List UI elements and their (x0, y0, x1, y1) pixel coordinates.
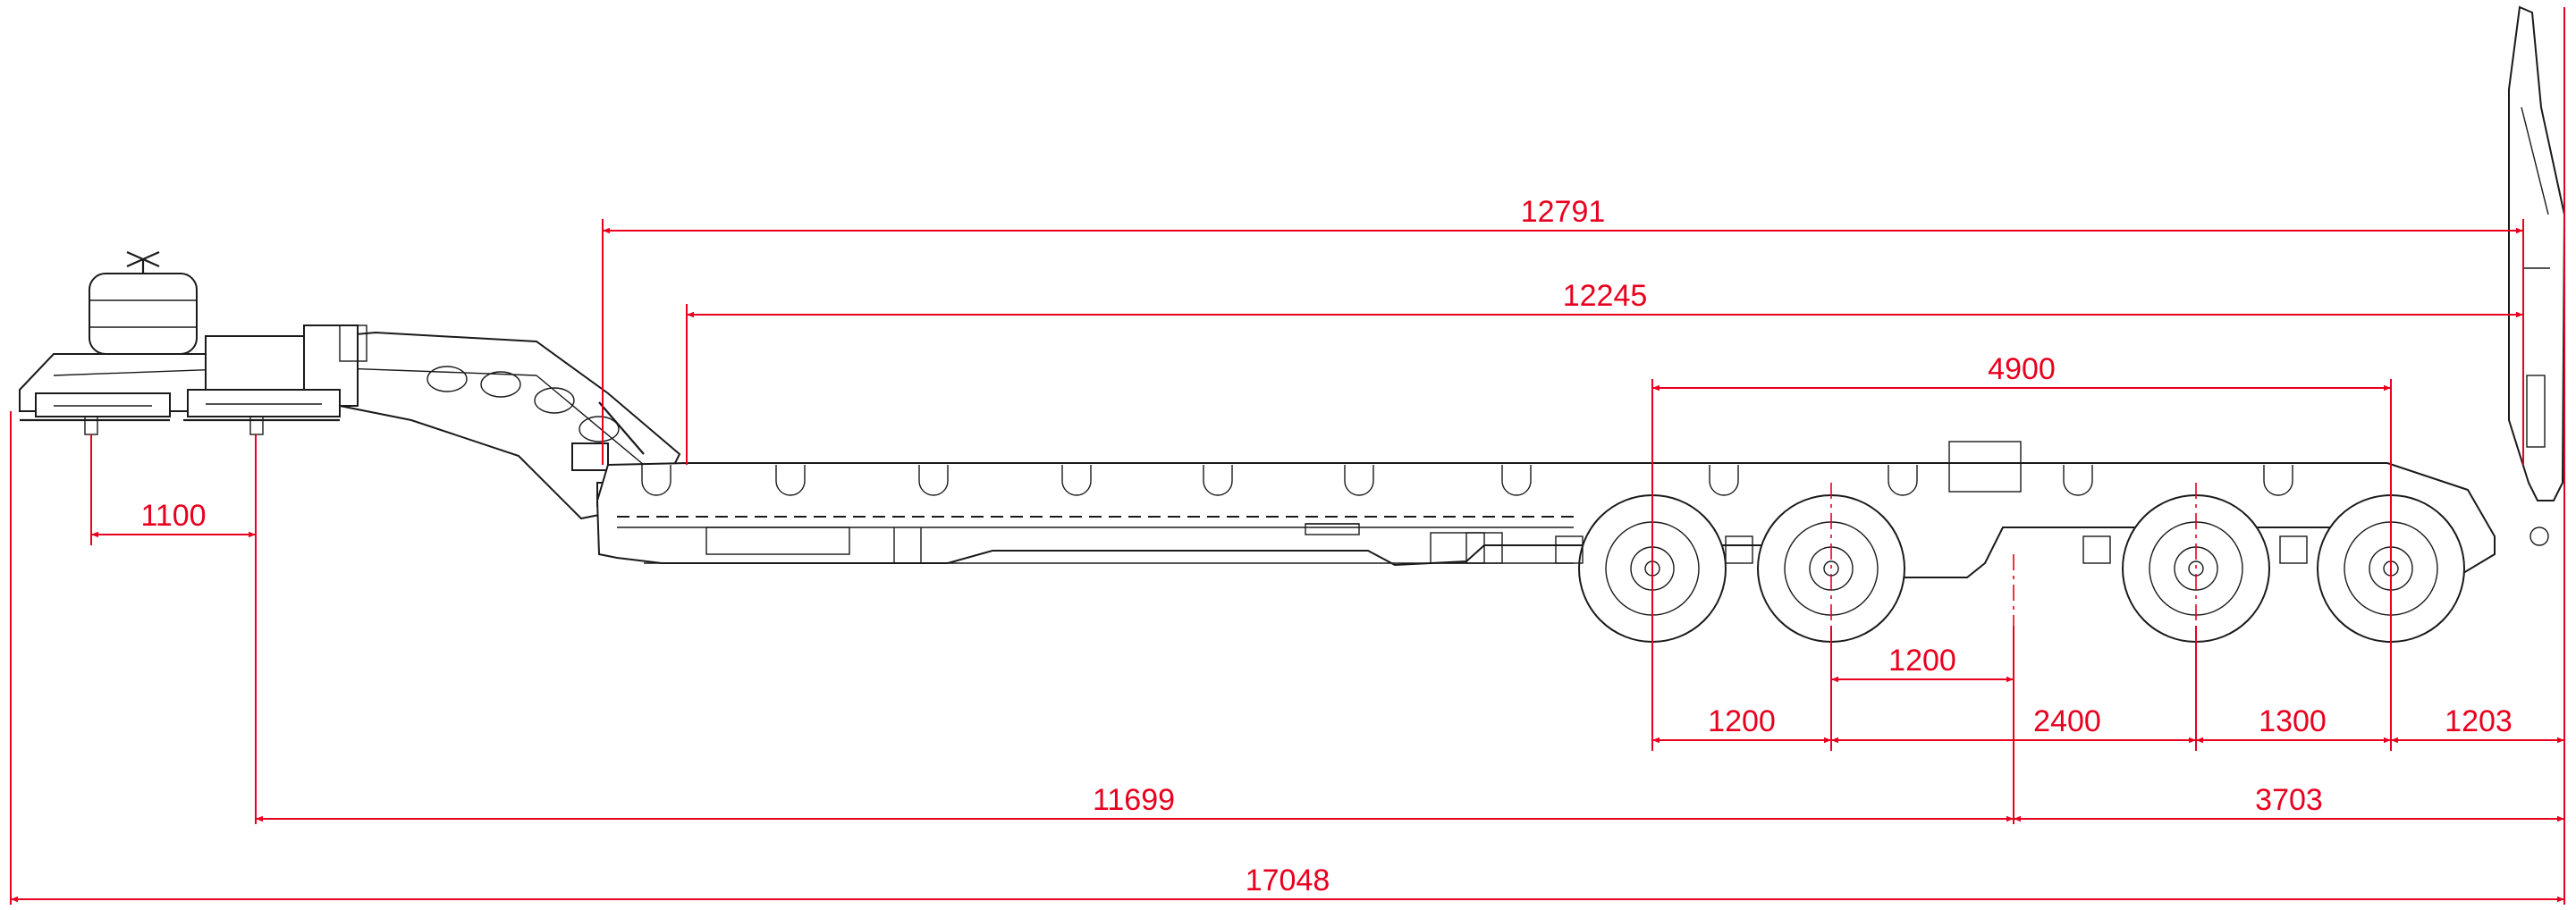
rear-ramp (2508, 5, 2566, 546)
dim-axle-span: 4900 (1988, 352, 2056, 386)
gooseneck-assembly (19, 250, 681, 520)
dim-kingpin-to-bogie: 11699 (1093, 783, 1175, 817)
dim-axle-3-4: 1300 (2259, 704, 2327, 738)
dim-rear-overhang: 1203 (2445, 704, 2513, 738)
dim-overall-length: 17048 (1246, 864, 1330, 897)
dimension-labels: 17048 12791 12245 4900 1100 1200 1200 24… (140, 195, 2512, 897)
dim-mid-axle-3: 2400 (2033, 704, 2101, 738)
dim-axle-1-2: 1200 (1708, 704, 1776, 738)
dim-axle-2-mid: 1200 (1888, 644, 1956, 678)
extension-lines (10, 7, 2565, 905)
spare-tire (89, 273, 198, 355)
lashing-pockets (641, 465, 2293, 496)
dim-deck-top: 12791 (1521, 195, 1606, 229)
fifth-wheel-plate (35, 392, 171, 417)
dim-gooseneck-offset: 1100 (140, 499, 206, 533)
rear-ramp-panel (2508, 5, 2566, 501)
deck-toolbox (1948, 441, 2022, 493)
dimension-lines (11, 227, 2564, 903)
dim-bogie-to-rear: 3703 (2255, 783, 2323, 817)
dim-deck-inner: 12245 (1563, 279, 1648, 313)
